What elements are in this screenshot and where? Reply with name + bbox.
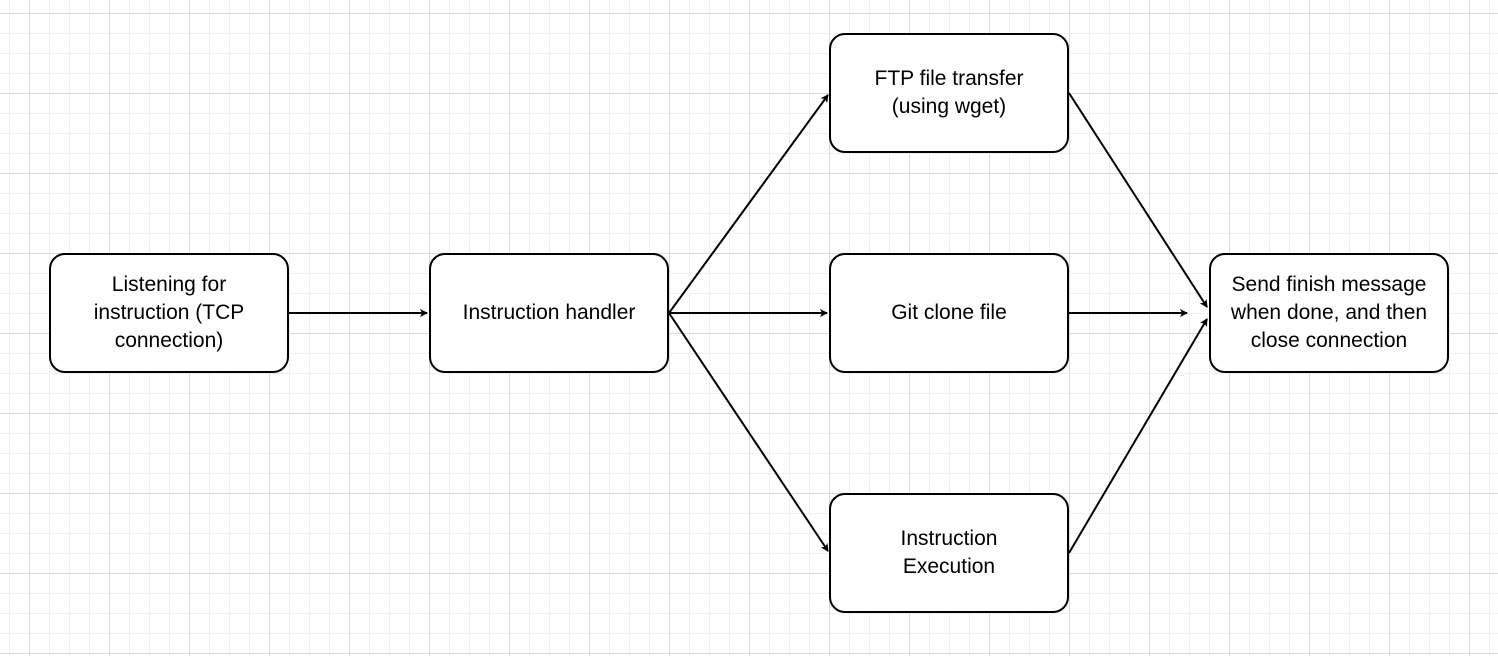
edge-ftp-to-finish[interactable] (1068, 92, 1208, 308)
node-label: Instruction Execution (900, 527, 998, 578)
node-ftp-file-transfer[interactable]: FTP file transfer (using wget) (829, 33, 1069, 153)
edge-exec-to-finish[interactable] (1068, 318, 1208, 554)
node-label: FTP file transfer (using wget) (874, 67, 1024, 118)
node-label: Instruction handler (462, 301, 636, 324)
edge-handler-to-ftp[interactable] (668, 94, 829, 314)
node-git-clone-file[interactable]: Git clone file (829, 253, 1069, 373)
node-instruction-handler[interactable]: Instruction handler (429, 253, 669, 373)
node-send-finish-message[interactable]: Send finish message when done, and then … (1209, 253, 1449, 373)
edge-handler-to-exec[interactable] (668, 312, 829, 552)
node-instruction-execution[interactable]: Instruction Execution (829, 493, 1069, 613)
node-label: Send finish message when done, and then … (1230, 273, 1428, 352)
node-listening-for-instruction[interactable]: Listening for instruction (TCP connectio… (49, 253, 289, 373)
node-label: Git clone file (891, 301, 1007, 324)
node-label: Listening for instruction (TCP connectio… (93, 273, 245, 352)
